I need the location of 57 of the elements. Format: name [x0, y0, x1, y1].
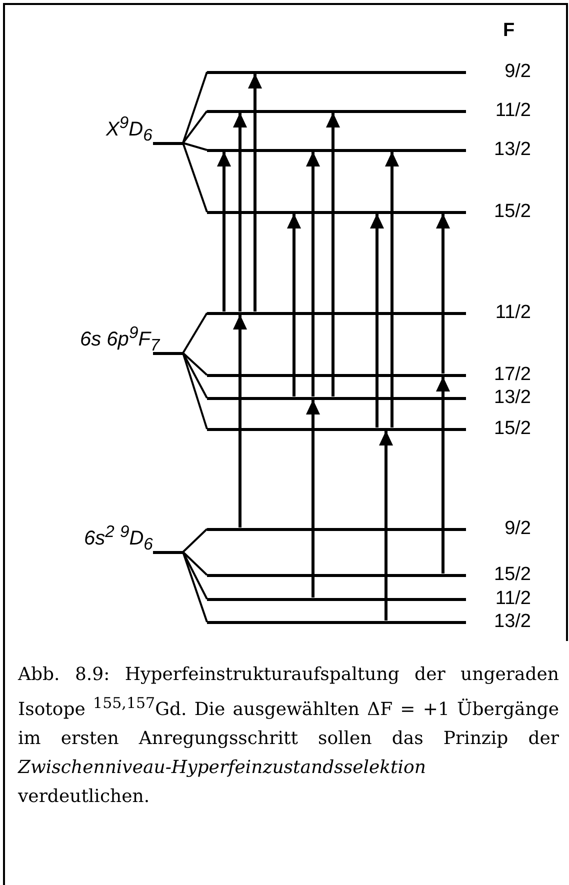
splitting-line: [182, 72, 208, 144]
fine-structure-level-line: [153, 550, 183, 554]
hyperfine-level-line: [207, 110, 466, 112]
hyperfine-level-line: [207, 574, 466, 576]
hyperfine-level-line: [207, 70, 466, 74]
quantum-number-label: 13/2: [494, 139, 531, 161]
transition-arrow: [287, 214, 301, 396]
hyperfine-level-line: [207, 528, 466, 530]
hyperfine-level-line: [207, 210, 466, 214]
column-header: F: [503, 20, 515, 42]
transition-arrow: [370, 214, 384, 428]
splitting-line: [182, 142, 208, 212]
transition-arrow: [217, 152, 231, 312]
quantum-number-label: 15/2: [494, 418, 531, 440]
figure-caption: Abb. 8.9: Hyperfeinstrukturaufspaltung der ungeraden Isotope $^{155,157}$Gd. Die ausgewählten ΔF = +1 Übergänge im ersten Anregungsschritt sollen das Prinzip der Zwischenniveau-Hyperfeinzustandsselektion verdeutlichen.: [18, 663, 559, 809]
quantum-number-label: 13/2: [494, 611, 531, 633]
quantum-number-label: 15/2: [494, 564, 531, 586]
transition-arrow: [326, 112, 340, 396]
transition-arrow: [306, 400, 320, 598]
splitting-line: [182, 110, 208, 144]
term-symbol-label: 6s 6p$^{9}$F$_{7}$: [80, 322, 160, 357]
transition-arrow: [379, 430, 393, 620]
hyperfine-level-line: [207, 396, 466, 400]
splitting-line: [182, 142, 208, 151]
quantum-number-label: 11/2: [495, 302, 531, 324]
quantum-number-label: 17/2: [494, 364, 531, 386]
transition-arrow: [306, 152, 320, 396]
splitting-line: [182, 312, 208, 354]
hyperfine-level-line: [207, 374, 466, 376]
transition-arrow: [385, 152, 399, 428]
transition-arrow: [233, 112, 247, 312]
term-symbol-label: 6s$^{2}$ $^{9}$D$_{6}$: [84, 521, 153, 556]
splitting-line: [182, 551, 208, 576]
quantum-number-label: 11/2: [495, 588, 531, 610]
quantum-number-label: 15/2: [494, 201, 531, 223]
fine-structure-level-line: [153, 352, 183, 354]
transition-arrow: [436, 214, 450, 374]
splitting-line: [182, 352, 208, 430]
fine-structure-level-line: [153, 142, 183, 144]
hyperfine-level-line: [207, 620, 466, 624]
splitting-line: [182, 352, 208, 398]
term-symbol-label: X$^{9}$D$_{6}$: [106, 112, 152, 147]
hyperfine-level-line: [207, 148, 466, 152]
quantum-number-label: 9/2: [504, 61, 531, 83]
hyperfine-level-line: [207, 312, 466, 314]
hyperfine-level-line: [207, 598, 466, 600]
quantum-number-label: 13/2: [494, 387, 531, 409]
splitting-line: [182, 352, 208, 376]
splitting-line: [182, 528, 208, 553]
transition-arrow: [233, 314, 247, 528]
transition-arrow: [436, 376, 450, 574]
hyperfine-level-line: [207, 428, 466, 430]
transition-arrow: [248, 74, 262, 312]
quantum-number-label: 11/2: [495, 100, 531, 122]
splitting-line: [182, 552, 208, 622]
splitting-line: [182, 552, 208, 600]
quantum-number-label: 9/2: [504, 518, 531, 540]
